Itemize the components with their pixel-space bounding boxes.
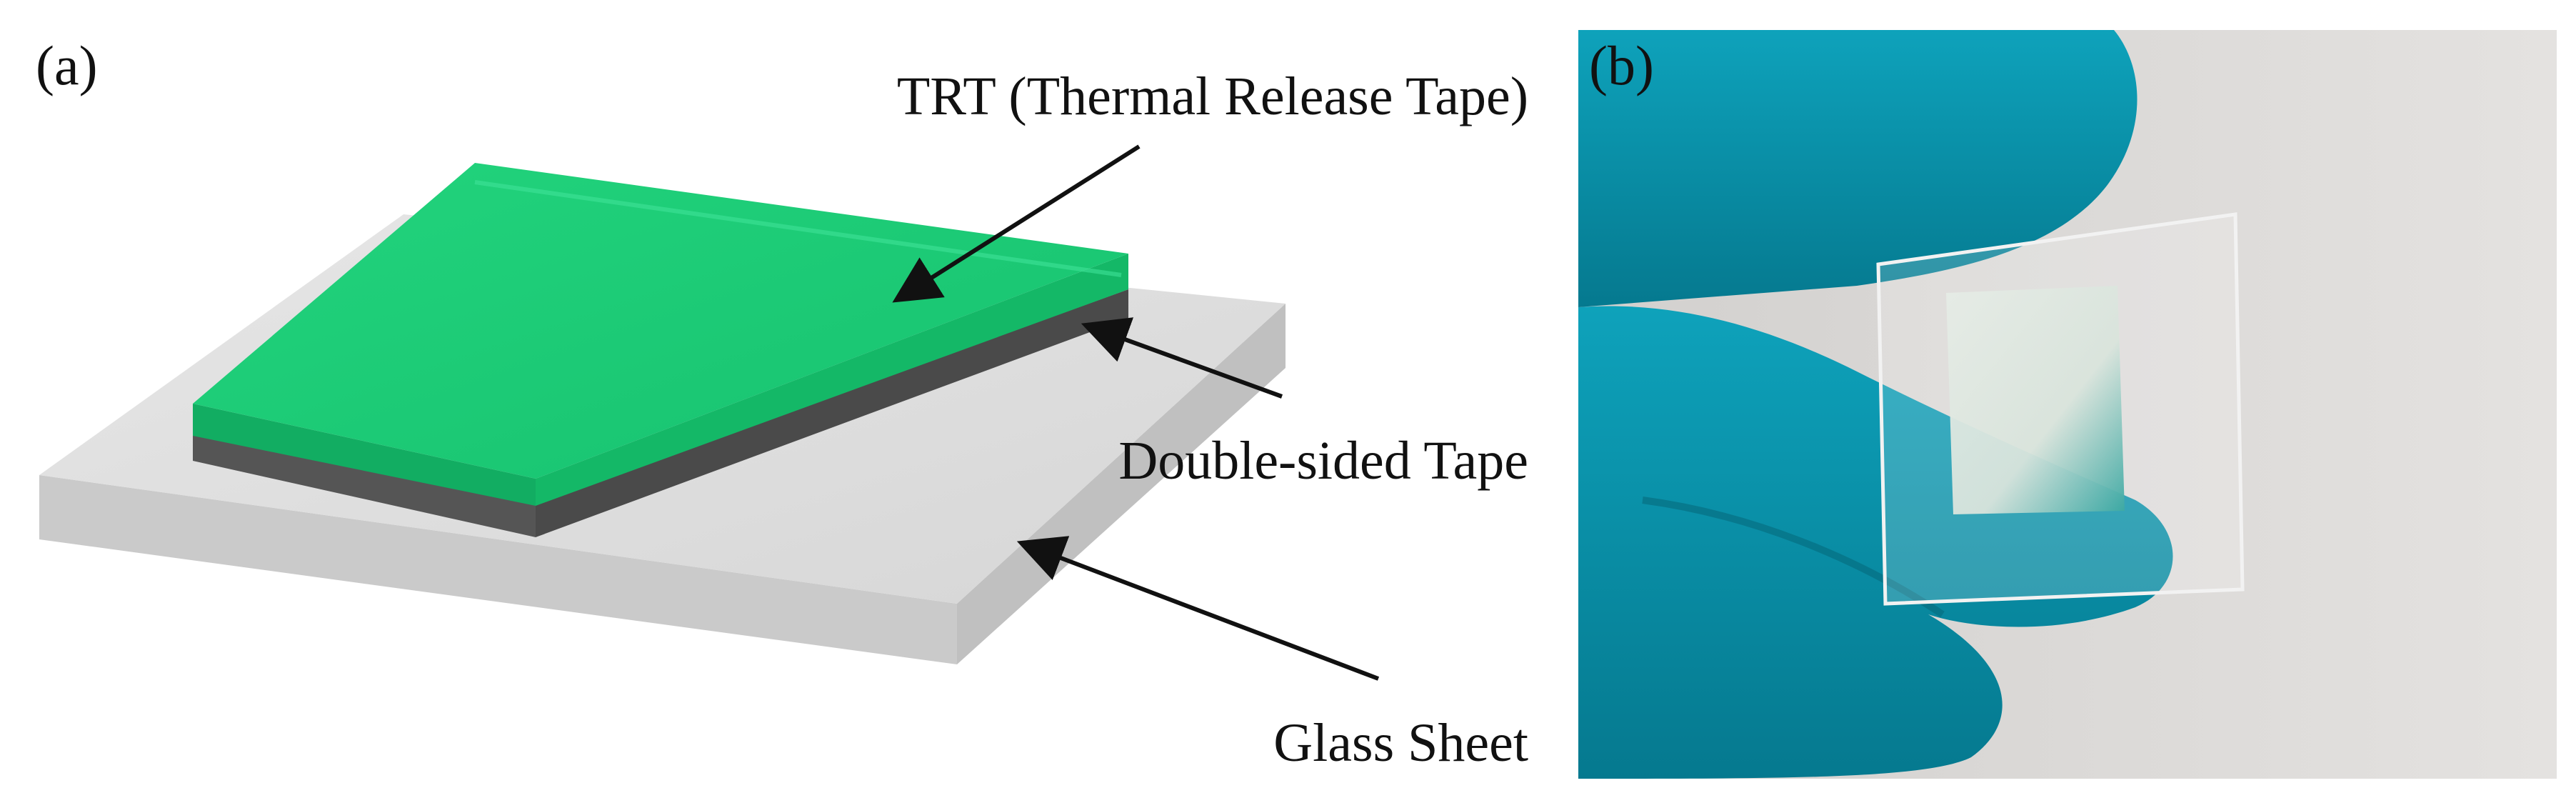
transferred-film — [1946, 286, 2125, 514]
panel-a-label: (a) — [36, 34, 98, 96]
label-glass-sheet: Glass Sheet — [1273, 713, 1528, 773]
arrow-trt — [892, 144, 1141, 303]
glove-lower-fingers — [1578, 306, 2173, 779]
trt-top-highlight — [474, 180, 1122, 277]
glass-sheet-front-face — [39, 475, 957, 664]
arrow-glass-sheet — [1016, 536, 1380, 681]
panel-b: (b) — [1578, 30, 2557, 779]
double-sided-tape-front-face — [193, 434, 536, 537]
label-trt: TRT (Thermal Release Tape) — [897, 66, 1528, 126]
label-double-sided-tape: Double-sided Tape — [1118, 431, 1528, 491]
arrow-double-sided-tape — [1081, 317, 1283, 399]
double-sided-tape-right-face — [536, 289, 1128, 537]
glass-slide — [1876, 212, 2245, 606]
trt-front-face — [193, 404, 536, 506]
glove-upper-finger — [1578, 30, 2138, 307]
gloved-hand — [1578, 30, 2173, 779]
panel-a: (a) TRT (Thermal Release Tape) Double-si… — [36, 34, 1528, 773]
glove-crease — [1642, 497, 1945, 618]
trt-layer — [193, 163, 1128, 506]
double-sided-tape-layer — [193, 289, 1128, 537]
trt-right-face — [536, 254, 1128, 506]
panel-b-label: (b) — [1589, 34, 1654, 96]
